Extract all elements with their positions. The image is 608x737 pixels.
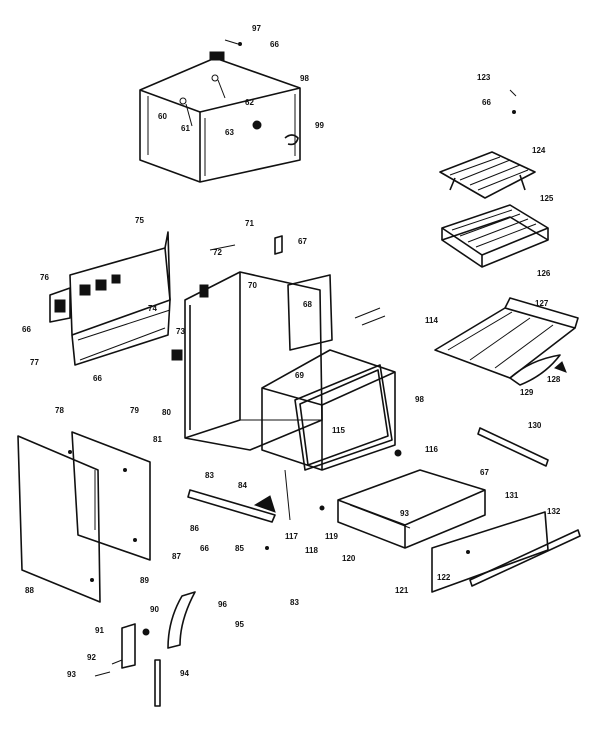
callout-115: 115 <box>332 426 345 435</box>
drawer-handle-part <box>469 529 581 587</box>
callout-120: 120 <box>342 554 356 563</box>
callout-68: 68 <box>303 300 312 309</box>
callout-71: 71 <box>245 219 254 228</box>
callout-89: 89 <box>140 576 149 585</box>
callout-81: 81 <box>153 435 162 444</box>
callout-86: 86 <box>190 524 199 533</box>
callout-90: 90 <box>150 605 159 614</box>
callout-77: 77 <box>30 358 39 367</box>
oven-body-part <box>171 235 323 451</box>
callout-114: 114 <box>425 316 438 325</box>
callout-66: 66 <box>22 325 31 334</box>
callout-127: 127 <box>535 299 549 308</box>
callout-66: 66 <box>270 40 279 49</box>
callout-62: 62 <box>245 98 254 107</box>
callout-126: 126 <box>537 269 551 278</box>
callout-67: 67 <box>480 468 489 477</box>
callout-66: 66 <box>93 374 102 383</box>
callout-83: 83 <box>290 598 299 607</box>
callout-95: 95 <box>235 620 244 629</box>
callout-87: 87 <box>172 552 181 561</box>
side-panel-part <box>71 431 151 561</box>
callout-80: 80 <box>162 408 171 417</box>
part-123-clip <box>509 89 517 114</box>
oven-liner-part <box>261 349 396 471</box>
broiler-drawer-part <box>434 297 579 386</box>
callout-132: 132 <box>547 507 561 516</box>
callout-61: 61 <box>181 124 190 133</box>
callout-85: 85 <box>235 544 244 553</box>
oven-rack-part <box>439 151 536 199</box>
callout-118: 118 <box>305 546 318 555</box>
callout-75: 75 <box>135 216 144 225</box>
storage-drawer-part <box>337 469 486 549</box>
callout-129: 129 <box>520 388 534 397</box>
callout-70: 70 <box>248 281 257 290</box>
callout-78: 78 <box>55 406 64 415</box>
callout-84: 84 <box>238 481 247 490</box>
callout-123: 123 <box>477 73 491 82</box>
callout-67: 67 <box>298 237 307 246</box>
callout-92: 92 <box>87 653 96 662</box>
callout-63: 63 <box>225 128 234 137</box>
callout-130: 130 <box>528 421 542 430</box>
callout-97: 97 <box>252 24 261 33</box>
callout-66: 66 <box>200 544 209 553</box>
callout-124: 124 <box>532 146 546 155</box>
bottom-brackets-part <box>187 449 402 550</box>
callout-72: 72 <box>213 248 222 257</box>
callout-98: 98 <box>300 74 309 83</box>
callout-labels: 97 66 98 62 60 61 63 99 123 66 124 125 1… <box>22 24 561 679</box>
callout-121: 121 <box>395 586 409 595</box>
callout-83: 83 <box>205 471 214 480</box>
hinge-assembly-part <box>94 591 196 707</box>
callout-60: 60 <box>158 112 167 121</box>
callout-93: 93 <box>67 670 76 679</box>
callout-94: 94 <box>180 669 189 678</box>
callout-74: 74 <box>148 304 157 313</box>
callout-79: 79 <box>130 406 139 415</box>
callout-119: 119 <box>325 532 338 541</box>
callout-91: 91 <box>95 626 104 635</box>
callout-122: 122 <box>437 573 451 582</box>
part-97-screw <box>224 39 242 46</box>
callout-116: 116 <box>425 445 438 454</box>
oven-rear-panel-part <box>287 274 386 351</box>
callout-98: 98 <box>415 395 424 404</box>
callout-73: 73 <box>176 327 185 336</box>
callout-117: 117 <box>285 532 298 541</box>
callout-93: 93 <box>400 509 409 518</box>
callout-96: 96 <box>218 600 227 609</box>
callout-99: 99 <box>315 121 324 130</box>
callout-128: 128 <box>547 375 561 384</box>
part-99-fastener <box>284 134 299 146</box>
part-130-rail <box>477 427 549 467</box>
callout-88: 88 <box>25 586 34 595</box>
control-panel-part <box>49 231 171 366</box>
callout-125: 125 <box>540 194 554 203</box>
broiler-pan-part <box>441 204 549 268</box>
callout-69: 69 <box>295 371 304 380</box>
outer-side-panel-part <box>17 435 101 603</box>
top-cabinet-part <box>139 51 301 183</box>
callout-66: 66 <box>482 98 491 107</box>
callout-131: 131 <box>505 491 519 500</box>
callout-76: 76 <box>40 273 49 282</box>
